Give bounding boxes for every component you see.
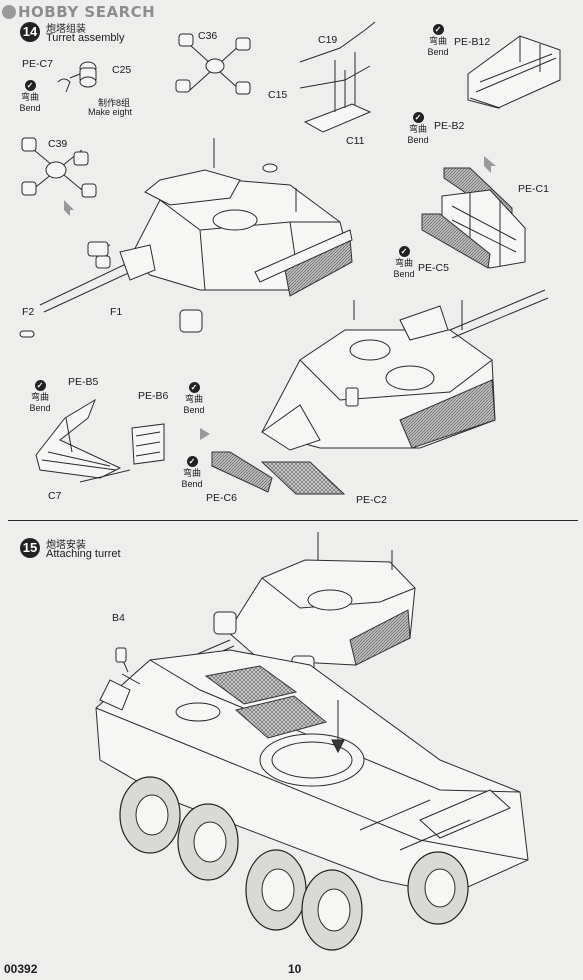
label-pe-b2: PE-B2 [434, 120, 465, 132]
bend-icon: ✓ [186, 456, 198, 467]
turret-main-15 [160, 532, 415, 676]
label-pe-c5: PE-C5 [418, 262, 449, 274]
product-code: 00392 [4, 962, 38, 976]
bend-icon: ✓ [432, 24, 444, 35]
bend-note-pe-b6: ✓ 弯曲 Bend [183, 382, 205, 415]
label-pe-b6: PE-B6 [138, 390, 169, 402]
c39-cross-part [22, 138, 96, 216]
bend-note-pe-c7: ✓ 弯曲 Bend [19, 80, 41, 113]
bend-icon: ✓ [398, 246, 410, 257]
label-c11: C11 [346, 135, 365, 147]
label-c25: C25 [112, 64, 132, 76]
step-15-title-en: Attaching turret [46, 548, 121, 560]
pe-c6-plate [212, 452, 344, 494]
pe-c7-part [58, 62, 96, 92]
watermark-logo-icon [2, 5, 16, 19]
make-eight-en: Make eight [88, 107, 133, 117]
bend-icon: ✓ [412, 112, 424, 123]
bend-note-pe-c5: ✓ 弯曲 Bend [393, 246, 415, 279]
c36-cross-part [176, 34, 250, 94]
bend-icon: ✓ [34, 380, 46, 391]
label-pe-c1: PE-C1 [518, 183, 549, 195]
label-pe-c6: PE-C6 [206, 492, 237, 504]
watermark: HOBBY SEARCH [2, 3, 155, 21]
pe-b12-rail [468, 36, 560, 108]
c11-antenna-mount [300, 22, 375, 132]
step-14-title-cn: 炮塔组装 [46, 24, 86, 35]
bend-note-pe-b5: ✓ 弯曲 Bend [29, 380, 51, 413]
label-pe-b5: PE-B5 [68, 376, 99, 388]
pe-c1-side-box [422, 156, 525, 268]
pe-b5-rail [36, 400, 210, 482]
bend-note-pe-c6: ✓ 弯曲 Bend [181, 456, 203, 489]
label-pe-c2: PE-C2 [356, 494, 387, 506]
step-15-number: 15 [20, 538, 40, 558]
step-14-title-en: Turret assembly [46, 32, 125, 44]
bend-icon: ✓ [188, 382, 200, 393]
bend-icon: ✓ [24, 80, 36, 91]
turret-main-14 [20, 138, 352, 337]
label-c36: C36 [198, 30, 218, 42]
label-b4: B4 [112, 612, 125, 624]
vehicle-wheels [120, 777, 468, 950]
page-number: 10 [288, 962, 302, 976]
label-pe-c7: PE-C7 [22, 58, 53, 70]
label-f1: F1 [110, 306, 123, 318]
label-f2: F2 [22, 306, 35, 318]
step-divider [8, 520, 578, 521]
bend-note-pe-b2: ✓ 弯曲 Bend [407, 112, 429, 145]
label-c39: C39 [48, 138, 68, 150]
label-c19: C19 [318, 34, 338, 46]
label-c15: C15 [268, 89, 288, 101]
step-14-number: 14 [20, 22, 40, 42]
label-pe-b12: PE-B12 [454, 36, 491, 48]
vehicle-hull [96, 648, 528, 895]
make-eight-cn: 制作8组 [98, 98, 131, 108]
turret-with-guards [262, 290, 548, 450]
step-15-title-cn: 炮塔安装 [46, 540, 86, 551]
bend-note-pe-b12: ✓ 弯曲 Bend [427, 24, 449, 57]
label-c7: C7 [48, 490, 62, 502]
